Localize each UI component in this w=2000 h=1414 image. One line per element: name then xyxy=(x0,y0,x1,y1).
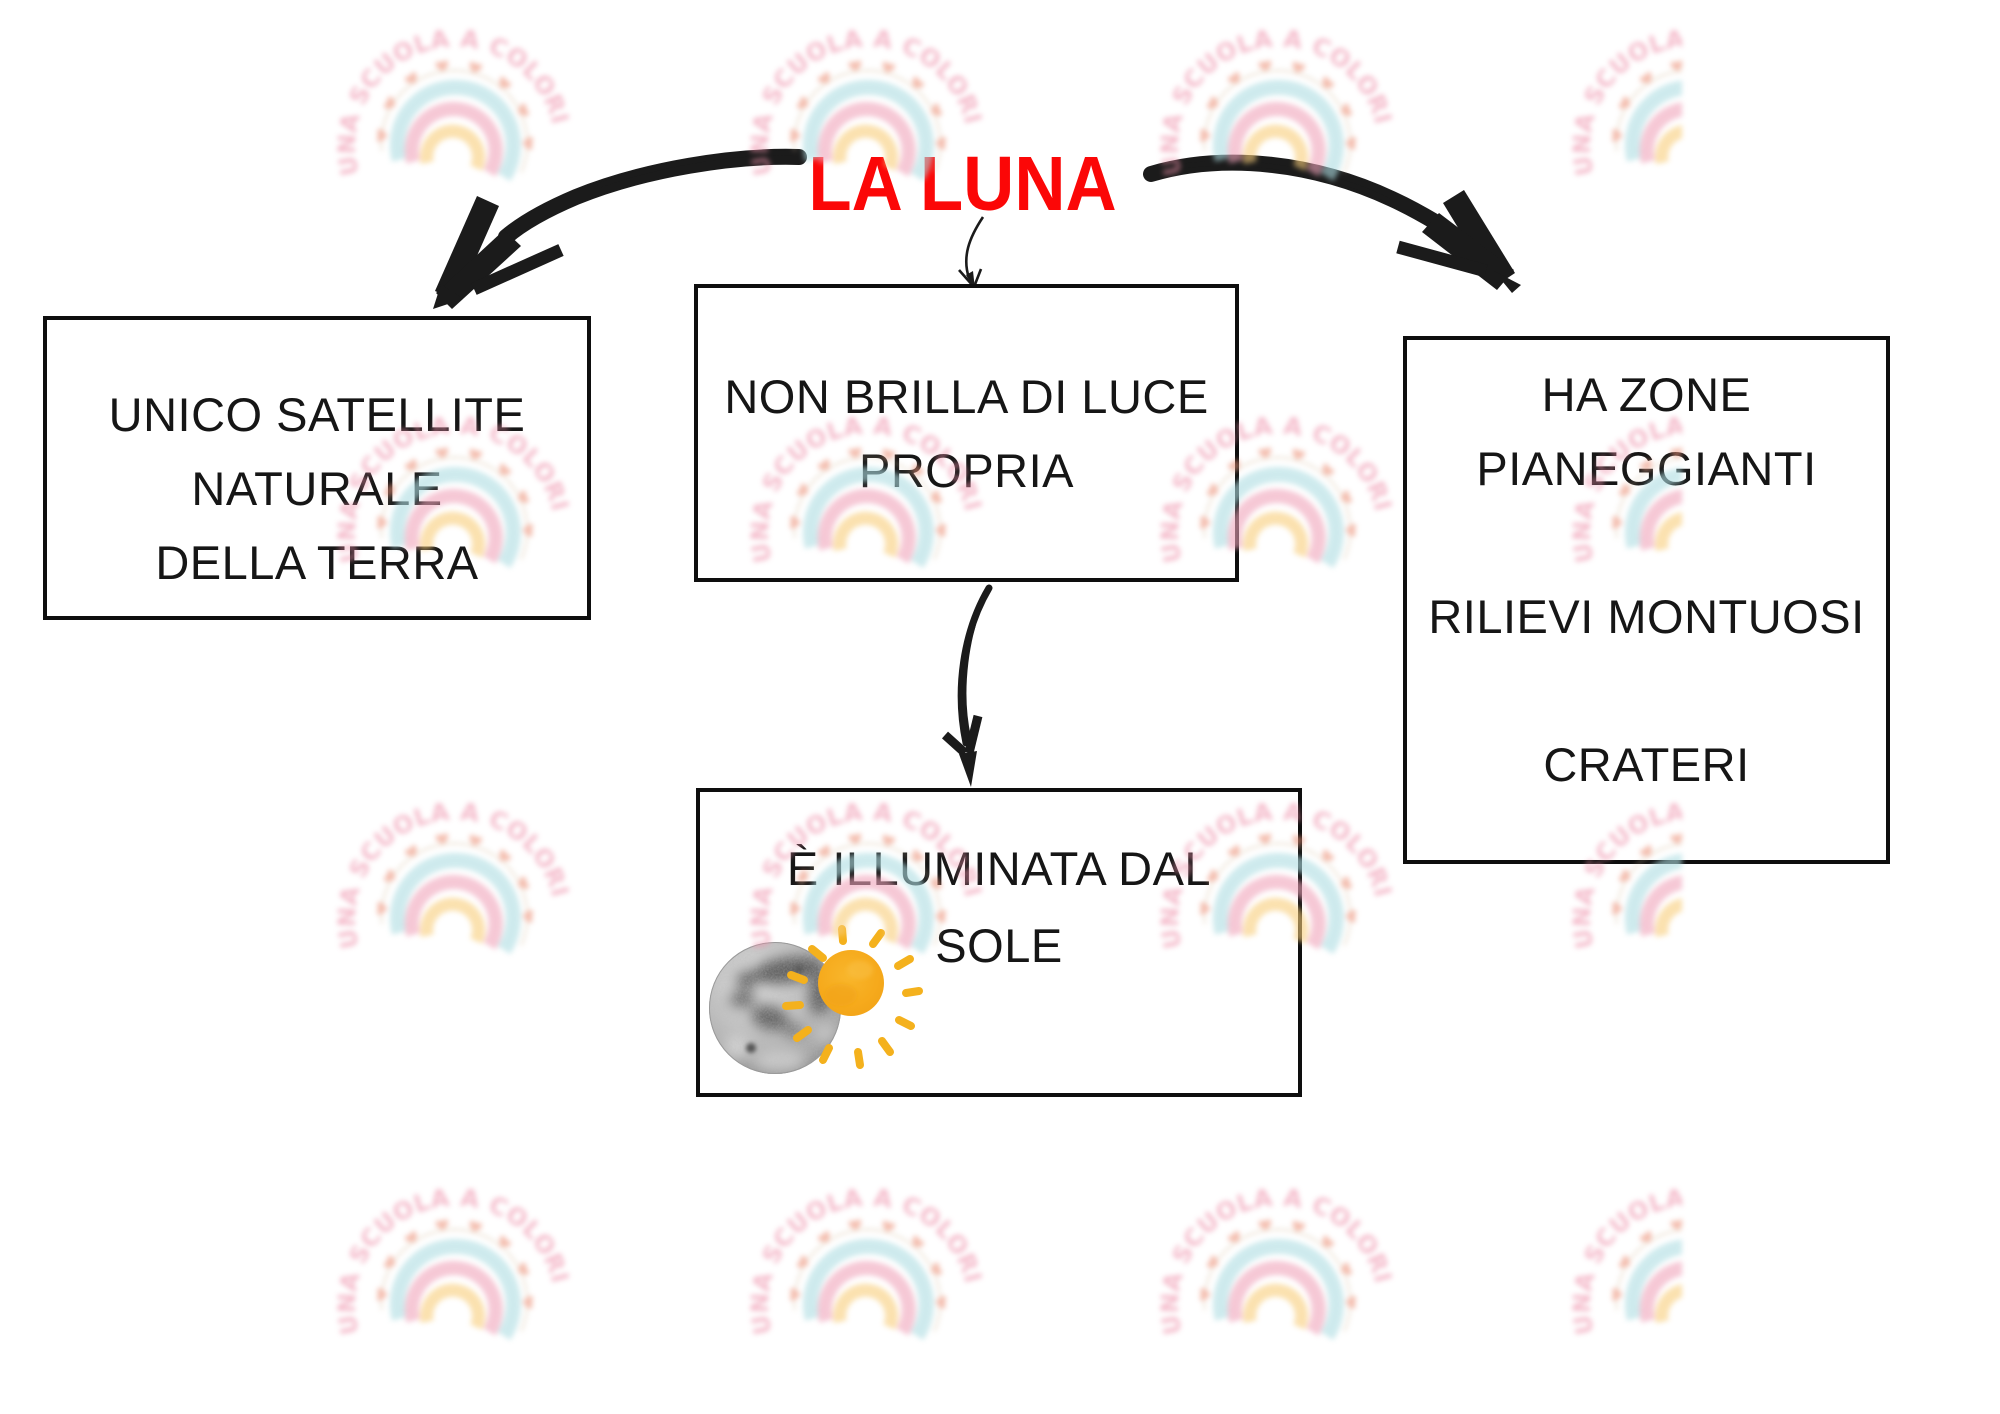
sun-watercolor-icon xyxy=(782,925,923,1069)
node-text-line: RILIEVI MONTUOSI xyxy=(1428,590,1865,643)
